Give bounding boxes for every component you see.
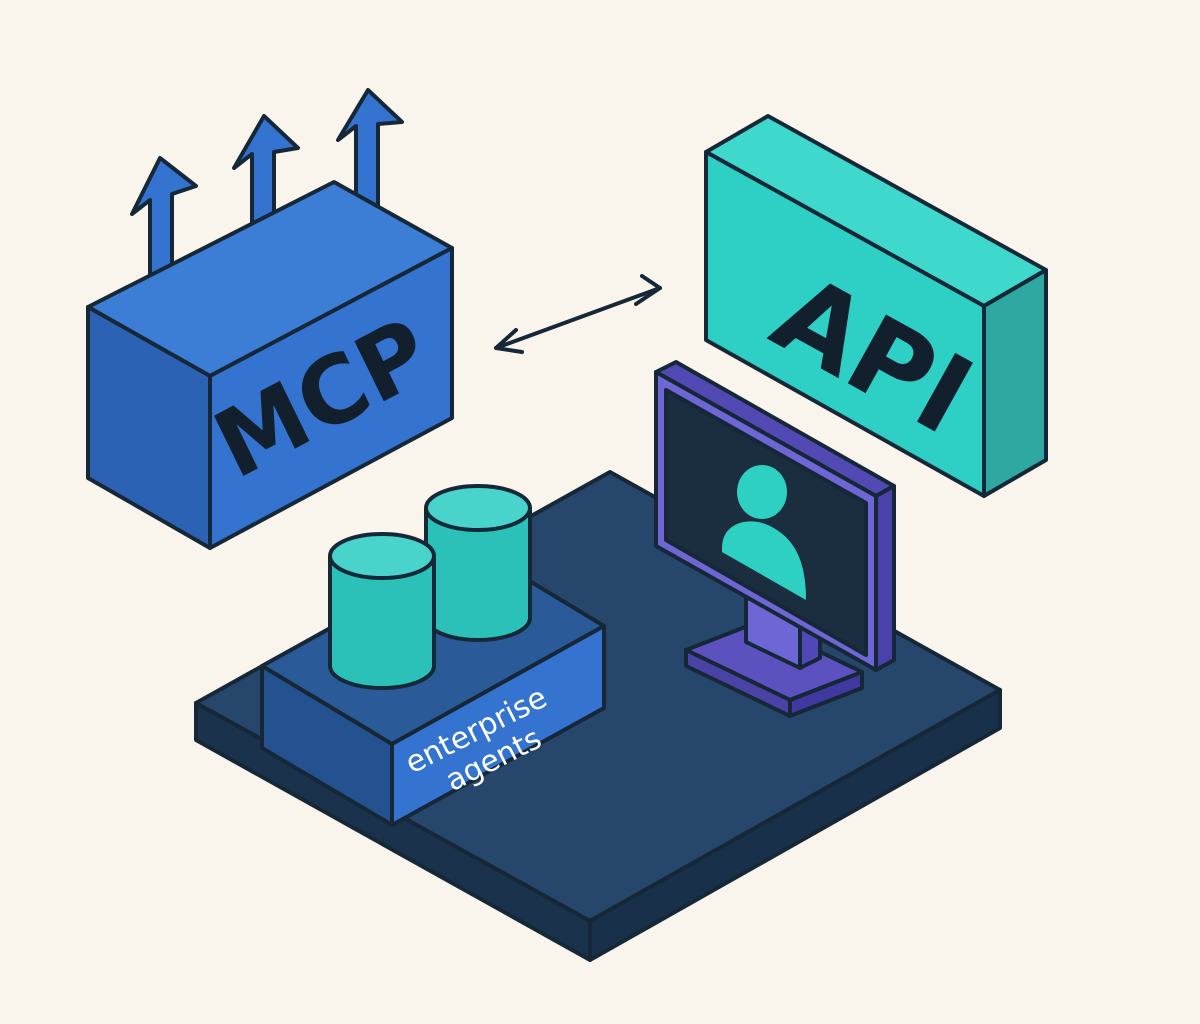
database-cylinder-front (328, 532, 436, 690)
monitor-screen (664, 388, 868, 657)
monitor-icon (654, 360, 896, 718)
database-icon (328, 484, 532, 690)
double-arrow-icon (494, 274, 662, 354)
database-cylinder-back (424, 484, 532, 642)
user-icon (722, 465, 806, 600)
mcp-box: MCP (86, 88, 454, 550)
